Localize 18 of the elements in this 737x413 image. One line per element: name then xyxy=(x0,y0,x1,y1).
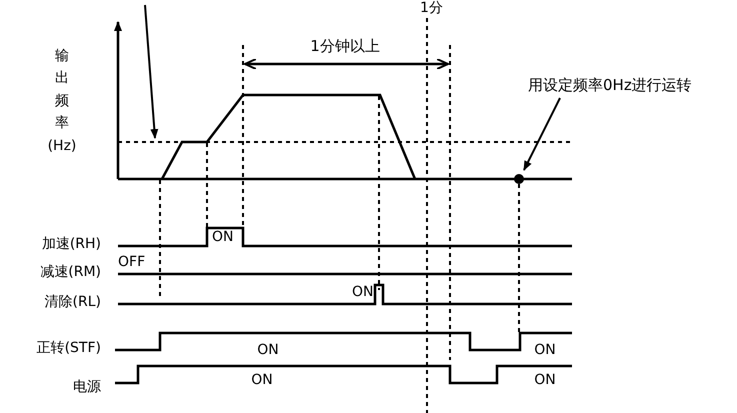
time-label: 1分 xyxy=(420,1,443,16)
signal-name: 正转(STF) xyxy=(36,341,101,356)
state-label: ON xyxy=(257,343,279,358)
marker-dot xyxy=(514,174,524,184)
state-label: ON xyxy=(534,343,556,358)
state-label: ON xyxy=(251,373,273,388)
signal-name: 减速(RM) xyxy=(40,265,101,280)
signal-name: 清除(RL) xyxy=(44,295,101,310)
annotation-text: 用设定频率0Hz进行运转 xyxy=(528,77,692,94)
axis-label: 输出频率(Hz) xyxy=(48,47,76,156)
signal-name: 电源 xyxy=(73,380,101,396)
state-label: ON xyxy=(212,230,234,246)
leader-line xyxy=(523,98,561,171)
dimension-label: 1分钟以上 xyxy=(310,38,380,54)
state-label: ON xyxy=(534,373,556,388)
state-label: ON xyxy=(352,285,374,300)
state-label: OFF xyxy=(118,255,146,270)
signal-name: 加速(RH) xyxy=(42,237,101,252)
